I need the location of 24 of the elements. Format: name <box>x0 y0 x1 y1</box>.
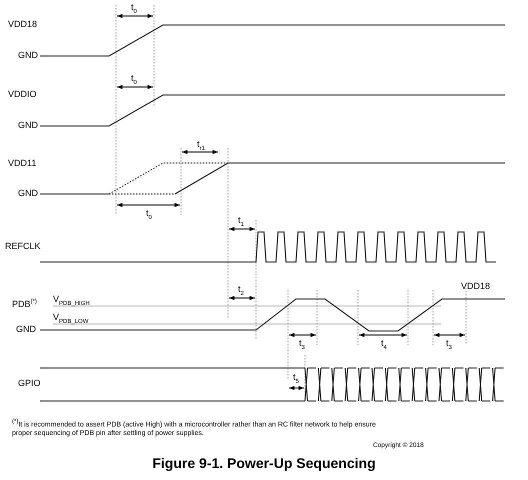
signal-name: VDD18 <box>8 20 38 30</box>
signal-name: PDB$^{(*)}$ <box>12 299 37 310</box>
voltage-level-label: V$_{PDB_LOW}$ <box>53 313 88 326</box>
figure-title: Figure 9-1. Power-Up Sequencing <box>151 455 377 471</box>
timing-label: t$_{5}$ <box>293 373 299 386</box>
timing-label: t$_{0}$ <box>131 74 137 86</box>
signal-name: VDDIO <box>8 90 37 100</box>
signal-name: GND <box>16 325 36 335</box>
timing-label: t$_{2}$ <box>238 285 244 298</box>
timing-label: t$_{0}$ <box>131 3 137 16</box>
signal-name: GND <box>18 121 38 131</box>
signal-name: VDD18 <box>461 282 490 292</box>
timing-label: t$_{r1}$ <box>197 140 205 152</box>
timing-label: t$_{0}$ <box>146 209 152 222</box>
signal-name: GPIO <box>18 379 41 389</box>
signal-name: GND <box>18 189 38 199</box>
timing-label: t$_{4}$ <box>381 339 387 352</box>
timing-label: t$_{3}$ <box>299 339 305 352</box>
signal-name: REFCLK <box>5 242 41 252</box>
timing-label: t$_{1}$ <box>238 216 244 228</box>
timing-label: t$_{3}$ <box>446 339 452 352</box>
voltage-level-label: V$_{PDB_HIGH}$ <box>53 295 90 308</box>
signal-name: VDD11 <box>8 159 36 169</box>
signal-name: GND <box>18 51 38 61</box>
